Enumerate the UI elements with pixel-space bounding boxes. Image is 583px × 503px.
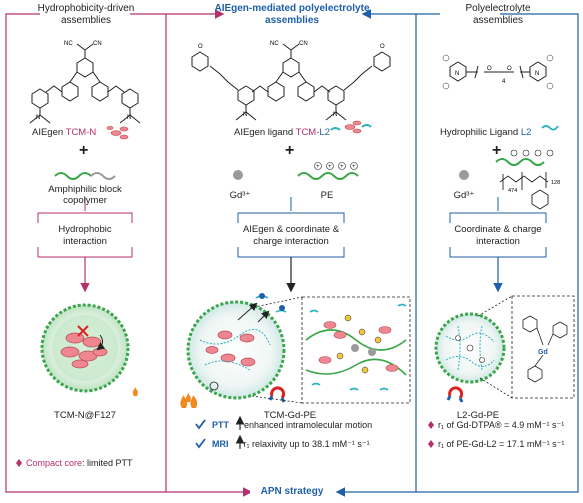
gd-ion-dot-right [459, 170, 469, 180]
right-frame [430, 13, 579, 493]
tcm-n-f127-label: TCM-N@F127 [54, 410, 116, 421]
flying-ligands [255, 293, 287, 313]
diamond-icon-right-note2 [428, 440, 434, 448]
zoom-box-right [477, 295, 575, 399]
aiegen-tcm-n-label: AIEgen TCM-N [32, 127, 97, 138]
pe-charges-right [510, 149, 554, 157]
ptt-note: PTT: enhanced intramolecular motion [212, 420, 373, 430]
tcm-gd-pe-label: TCM-Gd-PE [263, 410, 317, 421]
nc-label: NC [64, 41, 73, 47]
diamond-icon-right-note1 [428, 421, 434, 429]
svg-text:+: + [316, 164, 320, 170]
svg-text:+: + [328, 164, 332, 170]
plus-left: + [79, 142, 89, 159]
pe-subscript-128: 128 [551, 180, 560, 186]
center-box-bottom [237, 247, 345, 258]
mri-note: MRI: r₁ relaxivity up to 38.1 mM⁻¹ s⁻¹ [212, 439, 370, 449]
svg-text:N: N [535, 71, 539, 77]
l2-ligand-symbol [541, 125, 559, 131]
tcm-l2-molecule [191, 43, 391, 121]
diamond-icon-left-note [16, 459, 22, 467]
right-note-2: r₁ of PE-Gd-L2 = 17.1 mM⁻¹ s⁻¹ [438, 439, 565, 449]
aiegen-ligand-symbol-center [330, 120, 372, 134]
hydrophobic-box-top [37, 212, 133, 223]
aiegen-symbol-left [106, 126, 129, 140]
magnet-icon-center [268, 386, 286, 403]
copolymer-wave [54, 172, 92, 180]
chain-subscript: 4 [502, 79, 506, 85]
l2-gd-pe-label: L2-Gd-PE [456, 410, 500, 421]
l2-gd-pe-nanoparticle [434, 312, 506, 384]
hydrophobic-interaction-label: Hydrophobic interaction [58, 224, 112, 247]
plus-right: + [492, 142, 502, 159]
svg-text:NC: NC [270, 41, 279, 47]
pe-structure [499, 172, 549, 210]
svg-text:O: O [380, 44, 385, 50]
center-header: AIEgen-mediated polyelectrolyte assembli… [214, 3, 370, 26]
right-note-1: r₁ of Gd-DTPA® = 4.9 mM⁻¹ s⁻¹ [438, 420, 565, 430]
hydrophilic-ligand-label: Hydrophilic Ligand L2 [440, 127, 532, 138]
left-note: Compact core: limited PTT [26, 458, 133, 468]
gd-label-right: Gd³⁺ [453, 190, 475, 201]
flame-icon-small [132, 387, 138, 396]
magnet-icon-right [446, 386, 464, 403]
plus-center: + [285, 142, 295, 159]
center-box-top [237, 212, 345, 223]
hydrophobic-box-bottom [37, 247, 133, 258]
tcm-n-nanoparticle [40, 303, 130, 393]
pe-wave-right [495, 158, 545, 166]
right-interaction-label: Coordinate & charge interaction [454, 224, 542, 247]
l2-molecule [449, 61, 547, 82]
copolymer-label: Amphiphilic block copolymer [48, 184, 122, 206]
left-header: Hydrophobicity-driven assemblies [37, 3, 135, 26]
svg-text:O: O [487, 66, 492, 72]
svg-text:N: N [455, 71, 459, 77]
check-icon-ptt [195, 419, 206, 430]
n-label-left: N [36, 115, 40, 121]
tcm-n-molecule [29, 43, 141, 124]
right-box-bottom [449, 247, 547, 258]
svg-text:O: O [507, 66, 512, 72]
right-box-top [449, 212, 547, 223]
left-frame [5, 13, 160, 493]
apn-strategy-label: APN strategy [250, 486, 334, 498]
gd-ion-dot-center [233, 170, 243, 180]
center-interaction-label: AIEgen & coordinate & charge interaction [242, 224, 340, 247]
right-header: Polyelectrolyte assemblies [465, 3, 531, 26]
tcm-gd-pe-nanoparticle [186, 300, 286, 400]
svg-text:CN: CN [299, 41, 308, 47]
pe-label: PE [320, 190, 334, 201]
cn-label: CN [93, 41, 102, 47]
l2-charges [442, 54, 554, 90]
n-label-right: N [127, 115, 131, 121]
pe-charges-center: + + + + [314, 162, 358, 170]
pe-wave-center [297, 172, 359, 180]
flame-icon-large [180, 393, 198, 408]
pe-subscript-474: 474 [508, 188, 517, 194]
svg-text:+: + [352, 164, 356, 170]
zoom-box-center [249, 296, 411, 404]
check-icon-mri [195, 438, 206, 449]
svg-text:+: + [340, 164, 344, 170]
aiegen-ligand-label: AIEgen ligand TCM-L2 [234, 127, 330, 138]
svg-text:N: N [333, 112, 337, 118]
gd-center-label: Gd [538, 349, 548, 356]
svg-text:N: N [243, 112, 247, 118]
gd-label-center: Gd³⁺ [229, 190, 251, 201]
svg-text:O: O [198, 44, 203, 50]
